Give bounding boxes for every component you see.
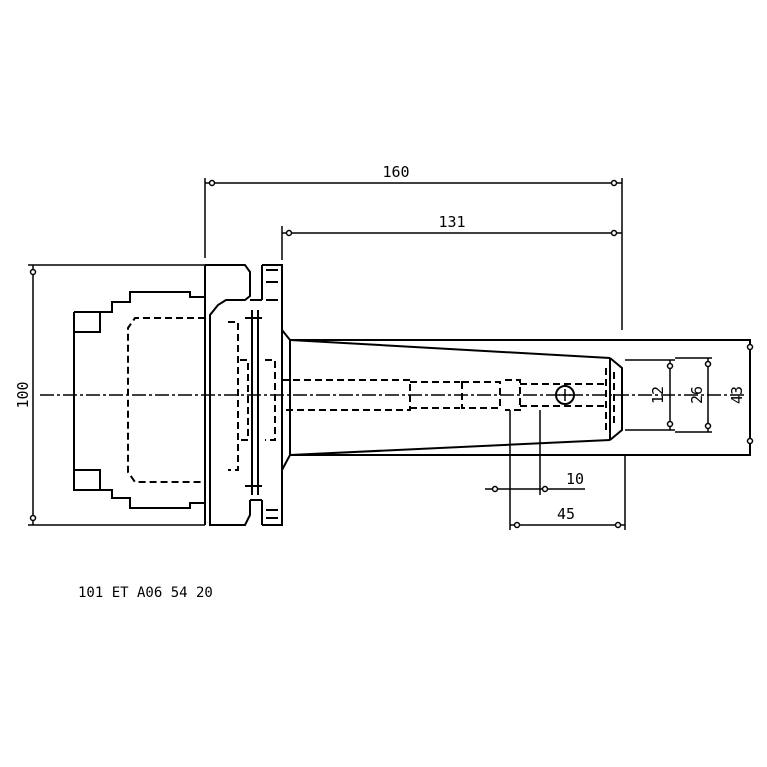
svg-text:12: 12	[649, 386, 667, 404]
dim-bore-diameter: 12	[625, 359, 675, 431]
dim-collar-diameter: 26	[675, 357, 712, 433]
svg-text:43: 43	[728, 386, 746, 404]
flange-body	[204, 264, 283, 526]
svg-text:26: 26	[688, 386, 706, 404]
svg-text:10: 10	[566, 470, 584, 488]
dim-flange-diameter: 100	[14, 264, 205, 526]
svg-text:160: 160	[382, 163, 409, 181]
part-number: 101 ET A06 54 20	[78, 585, 213, 601]
hsk-taper	[73, 291, 205, 509]
dim-overall-length: 160	[204, 163, 623, 330]
svg-text:100: 100	[14, 381, 32, 408]
svg-text:131: 131	[438, 213, 465, 231]
dim-clamp-length: 45	[510, 455, 626, 530]
dim-shank-length: 131	[281, 213, 622, 260]
shank	[281, 329, 751, 471]
dim-nose-diameter: 43	[728, 340, 754, 455]
dim-screw-offset: 10	[485, 410, 585, 530]
svg-text:45: 45	[557, 505, 575, 523]
